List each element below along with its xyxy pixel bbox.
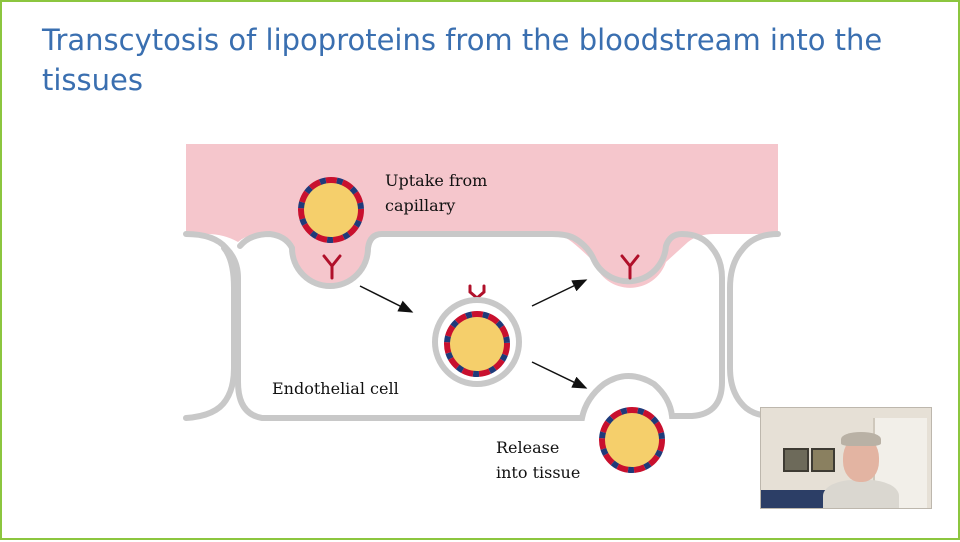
left-neighbor-membrane [183,245,237,421]
label-endothelial-cell: Endothelial cell [272,379,399,398]
presenter-hair [841,432,881,446]
presenter-body [823,480,899,508]
arrows [359,279,588,389]
receptor-uptake-pit [322,254,342,280]
label-release-line2: into tissue [496,463,580,482]
apical-membrane [183,230,725,421]
slide-title: Transcytosis of lipoproteins from the bl… [42,23,883,97]
label-uptake-line1: Uptake from [385,171,487,190]
presenter-webcam [760,407,932,509]
receptor-recycled [620,254,640,280]
arrow-to-vesicle [359,285,414,313]
webcam-wall-picture [811,448,835,472]
lipoprotein-capillary [298,177,364,243]
endocytic-vesicle [432,297,522,387]
label-release-line1: Release [496,438,559,457]
arrow-receptor-recycle [531,279,588,307]
webcam-couch [761,490,831,508]
lipoprotein-released [599,407,665,473]
webcam-wall-picture [783,448,809,472]
capillary-lumen [186,144,778,288]
label-uptake-line2: capillary [385,196,455,215]
cell-membranes [183,230,781,421]
arrow-to-release [531,361,588,389]
right-neighbor-membrane [727,231,781,419]
